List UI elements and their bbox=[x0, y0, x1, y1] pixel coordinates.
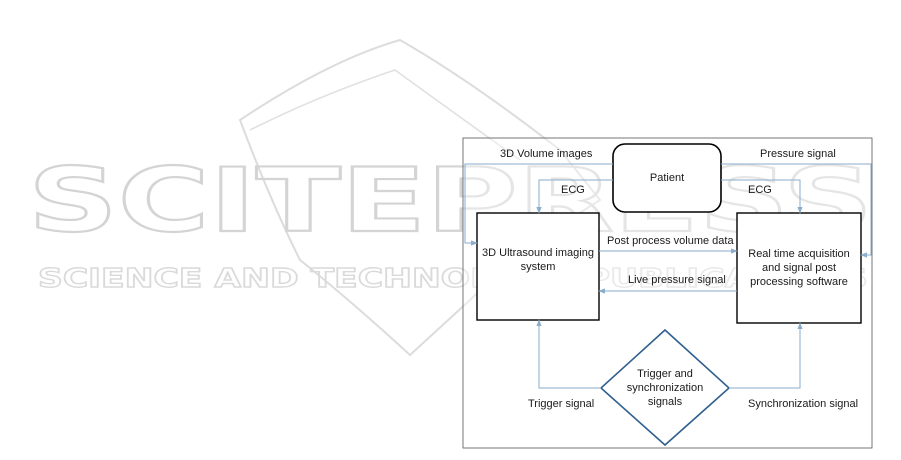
post-process-label: Post process volume data bbox=[607, 235, 734, 247]
sync-signal-label: Synchronization signal bbox=[748, 398, 859, 410]
ecg-left-label: ECG bbox=[561, 184, 585, 196]
pressure-signal-label: Pressure signal bbox=[760, 148, 836, 160]
volume-images-edge bbox=[464, 163, 613, 246]
patient-node bbox=[612, 143, 722, 213]
ecg-right-label: ECG bbox=[748, 184, 772, 196]
trigger-node bbox=[599, 328, 731, 447]
sync-signal-edge bbox=[729, 322, 803, 389]
trigger-signal-edge bbox=[536, 319, 601, 389]
ultrasound-node bbox=[476, 212, 600, 321]
realtime-node bbox=[736, 212, 862, 324]
ecg-left-edge bbox=[536, 179, 613, 214]
ecg-right-edge bbox=[721, 179, 803, 214]
watermark-subtitle: SCIENCE AND TECHNOLOGY PUBLICATIONS bbox=[38, 264, 868, 294]
watermark-title: SCITEPRESS bbox=[28, 149, 873, 252]
live-pressure-label: Live pressure signal bbox=[628, 274, 726, 286]
volume-images-label: 3D Volume images bbox=[500, 148, 593, 160]
realtime-label: Real time acquisition and signal post pr… bbox=[748, 248, 850, 288]
trigger-signal-label: Trigger signal bbox=[528, 398, 595, 410]
pressure-signal-edge bbox=[721, 163, 872, 258]
ultrasound-label: 3D Ultrasound imaging system bbox=[482, 247, 594, 273]
patient-label: Patient bbox=[649, 172, 685, 184]
trigger-label: Trigger and synchronization signals bbox=[626, 368, 704, 408]
